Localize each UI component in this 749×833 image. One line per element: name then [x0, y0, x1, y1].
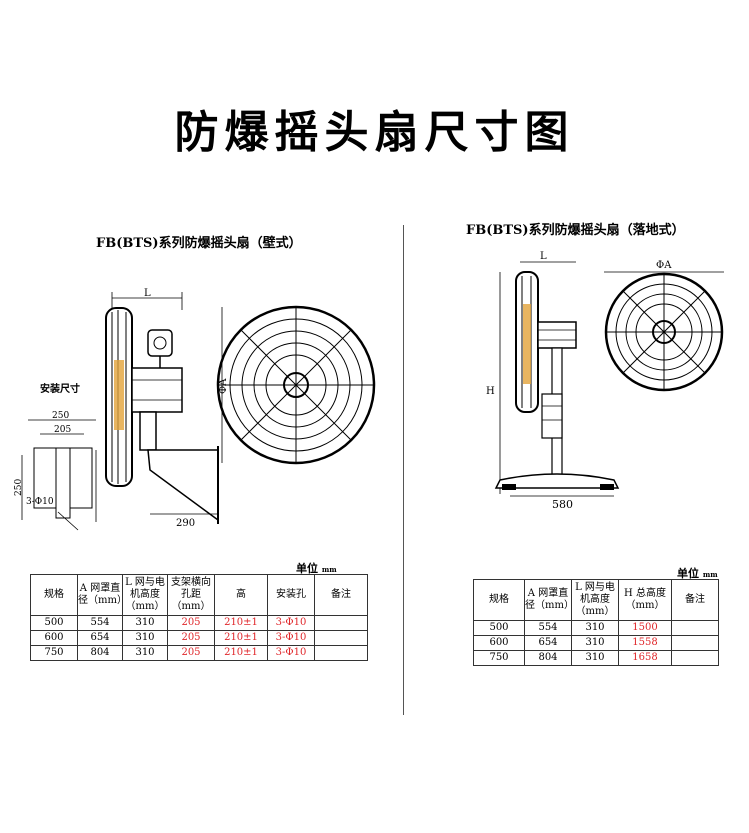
table-row: 500 554 310 205 210±1 3-Φ10 — [30, 615, 368, 631]
table-cell — [671, 635, 719, 651]
table-cell: 500 — [473, 620, 525, 636]
table-cell: 1558 — [618, 635, 672, 651]
table-cell: 600 — [30, 630, 78, 646]
floor-header-row: 规格 A 网罩直径（mm） L 网与电机高度（mm） H 总高度（mm） 备注 — [473, 579, 719, 621]
table-cell: 210±1 — [214, 615, 268, 631]
table-cell: 804 — [77, 645, 123, 661]
wall-header-cell: 备注 — [314, 574, 368, 616]
floor-unit: 单位 — [677, 567, 699, 580]
table-cell: 1500 — [618, 620, 672, 636]
table-cell: 500 — [30, 615, 78, 631]
table-row: 600 654 310 1558 — [473, 635, 719, 651]
wall-unit: 单位 — [296, 562, 318, 575]
wall-header-cell: 支架横向孔距（mm） — [167, 574, 215, 616]
install-dim-205: 205 — [54, 425, 71, 435]
wall-header-cell: 高 — [214, 574, 268, 616]
table-cell — [314, 645, 368, 661]
table-cell: 205 — [167, 645, 215, 661]
floor-header-cell: H 总高度（mm） — [618, 579, 672, 621]
wall-dim-a: ΦA — [218, 378, 229, 394]
floor-subtitle: FB(BTS)系列防爆摇头扇（落地式） — [466, 223, 685, 238]
floor-unit-label: 单位 mm — [677, 565, 718, 581]
table-cell — [314, 630, 368, 646]
table-cell: 654 — [77, 630, 123, 646]
table-cell: 210±1 — [214, 630, 268, 646]
wall-header-row: 规格 A 网罩直径（mm） L 网与电机高度（mm） 支架横向孔距（mm） 高 … — [30, 574, 368, 616]
floor-dim-base: 580 — [552, 498, 573, 511]
table-cell: 804 — [524, 650, 572, 666]
wall-spec-table: 规格 A 网罩直径（mm） L 网与电机高度（mm） 支架横向孔距（mm） 高 … — [30, 574, 368, 661]
table-cell: 3-Φ10 — [267, 615, 315, 631]
table-cell: 310 — [571, 650, 619, 666]
wall-header-cell: L 网与电机高度（mm） — [122, 574, 168, 616]
install-dim-holes: 3-Φ10 — [26, 497, 54, 507]
floor-dim-h: H — [486, 386, 495, 397]
floor-header-cell: L 网与电机高度（mm） — [571, 579, 619, 621]
install-dim-250: 250 — [52, 411, 69, 421]
table-cell: 750 — [473, 650, 525, 666]
table-cell — [671, 620, 719, 636]
wall-header-cell: 安装孔 — [267, 574, 315, 616]
table-cell: 750 — [30, 645, 78, 661]
table-cell: 3-Φ10 — [267, 645, 315, 661]
wall-dim-290: 290 — [176, 518, 195, 529]
table-cell: 210±1 — [214, 645, 268, 661]
table-cell: 310 — [122, 630, 168, 646]
floor-header-cell: A 网罩直径（mm） — [524, 579, 574, 621]
table-cell: 3-Φ10 — [267, 630, 315, 646]
wall-fan-drawing: L 290 210 安装尺寸 250 205 250 3-Φ10 — [14, 288, 376, 531]
table-cell: 1658 — [618, 650, 672, 666]
table-cell: 310 — [122, 645, 168, 661]
wall-header-cell: 规格 — [30, 574, 78, 616]
table-cell: 205 — [167, 630, 215, 646]
page-title: 防爆摇头扇尺寸图 — [174, 107, 575, 158]
wall-dim-l: L — [144, 288, 151, 299]
table-cell: 600 — [473, 635, 525, 651]
table-cell: 205 — [167, 615, 215, 631]
wall-unit-label: 单位 mm — [296, 560, 337, 576]
table-cell: 654 — [524, 635, 572, 651]
wall-unit-small: mm — [321, 565, 337, 574]
install-dim-h250: 250 — [14, 479, 24, 496]
table-cell: 554 — [524, 620, 572, 636]
floor-spec-table: 规格 A 网罩直径（mm） L 网与电机高度（mm） H 总高度（mm） 备注 … — [473, 579, 719, 666]
table-row: 750 804 310 205 210±1 3-Φ10 — [30, 645, 368, 661]
table-row: 600 654 310 205 210±1 3-Φ10 — [30, 630, 368, 646]
install-label: 安装尺寸 — [40, 382, 80, 395]
table-cell: 554 — [77, 615, 123, 631]
table-cell: 310 — [122, 615, 168, 631]
wall-header-cell: A 网罩直径（mm） — [77, 574, 127, 616]
floor-header-cell: 规格 — [473, 579, 525, 621]
table-row: 750 804 310 1658 — [473, 650, 719, 666]
floor-unit-small: mm — [702, 570, 718, 579]
table-cell: 310 — [571, 635, 619, 651]
floor-dim-a: ΦA — [656, 260, 672, 271]
table-cell: 310 — [571, 620, 619, 636]
center-divider — [403, 225, 404, 715]
wall-subtitle: FB(BTS)系列防爆摇头扇（壁式） — [96, 236, 302, 251]
table-cell — [671, 650, 719, 666]
floor-dim-l: L — [540, 251, 547, 262]
floor-fan-drawing: L H 580 ΦA — [486, 251, 724, 511]
table-cell — [314, 615, 368, 631]
table-row: 500 554 310 1500 — [473, 620, 719, 636]
floor-header-cell: 备注 — [671, 579, 719, 621]
